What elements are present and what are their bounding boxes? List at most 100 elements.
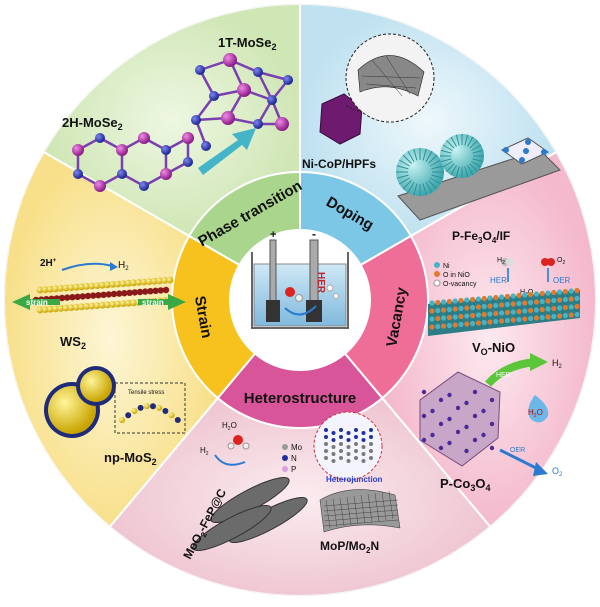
water-o-atom	[233, 435, 243, 445]
nio-atom	[533, 299, 540, 305]
co-atom	[481, 432, 486, 438]
iron-foam-plate	[397, 149, 561, 221]
strain-right-arrow-icon	[138, 294, 186, 310]
ws2-s-atom	[119, 300, 127, 307]
co-atom	[438, 445, 444, 451]
label-2h-mose2: 2H-MoSe2	[62, 115, 123, 132]
lattice-atom	[339, 456, 343, 460]
atom	[160, 168, 172, 180]
cell-atom	[523, 148, 529, 154]
label-np-mos2: np-MoS2	[104, 450, 157, 467]
unit-cell-icon	[501, 137, 549, 165]
petal	[450, 165, 457, 176]
nio-atom	[499, 318, 505, 324]
petal	[464, 134, 469, 146]
nio-atom	[481, 295, 487, 302]
lattice-atom	[331, 431, 336, 435]
ws2-s-atom	[114, 300, 122, 308]
vac2-h2o-label: H2O	[528, 408, 543, 419]
cathode-minus-sign: -	[312, 227, 316, 241]
atom	[237, 83, 251, 97]
h2-molecule-icon-b	[506, 258, 514, 266]
nio-atom	[539, 314, 545, 321]
ws2-s-atom	[104, 281, 111, 289]
ws2-s-atom	[47, 305, 54, 313]
label-pfe3o4-if: P-Fe3O4/IF	[452, 229, 510, 245]
nio-atom	[574, 295, 580, 302]
nio-atom	[493, 318, 499, 325]
ws2-w-atom	[100, 291, 107, 298]
petal	[422, 148, 427, 161]
h2-evolution-arrow-icon	[61, 262, 113, 271]
ws2-s-atom	[99, 281, 106, 289]
nio-atom	[574, 287, 580, 294]
petal	[431, 165, 444, 170]
heterostructure-panel: H2O H2 Mo N P Heterojunction MoP/Mo2N Mo…	[180, 411, 401, 561]
nio-atom	[539, 298, 545, 305]
lattice-atom	[324, 442, 328, 446]
atom	[139, 181, 149, 191]
lattice-atom	[369, 449, 373, 453]
lattice-atom	[369, 435, 373, 439]
nio-atom	[504, 317, 510, 324]
nio-atom	[510, 317, 516, 323]
ws2-s-atom	[156, 277, 164, 285]
nio-atom	[475, 304, 481, 310]
petal	[464, 166, 469, 178]
co-atom	[489, 397, 495, 403]
het-h2-label: H2	[200, 446, 209, 457]
ws2-s-atom	[130, 279, 138, 287]
ws2-w-atom	[69, 294, 76, 301]
bond	[257, 70, 289, 82]
h2-arrowhead	[110, 262, 118, 271]
ws2-s-atom	[47, 285, 54, 293]
co-atom	[472, 413, 478, 419]
nio-atom	[475, 312, 481, 318]
het-flow-arrow-icon	[214, 454, 246, 466]
legend-p: P	[291, 465, 296, 474]
nio-atom	[528, 291, 534, 298]
mesh-line	[346, 496, 352, 526]
nio-atom	[435, 307, 441, 314]
chain-atom	[150, 403, 156, 410]
atom	[191, 115, 201, 125]
mesh-line	[323, 504, 399, 512]
ws2-s-atom	[73, 283, 80, 291]
mos2-nanorods	[192, 477, 308, 551]
atom	[182, 132, 194, 144]
zoom-line	[345, 105, 363, 113]
co-atom	[430, 432, 435, 438]
petal	[469, 163, 478, 172]
ws2-s-atom	[57, 305, 65, 312]
nio-atom	[562, 304, 569, 311]
nio-atom	[487, 311, 493, 317]
ws2-w-atom	[74, 293, 81, 300]
nio-atom	[429, 316, 435, 322]
heterojunction-label: Heterojunction	[326, 475, 383, 484]
ws2-s-atom	[151, 277, 158, 285]
lattice-atom	[346, 431, 351, 435]
mesh-line	[360, 494, 366, 524]
nio-atom	[562, 296, 569, 303]
lattice-atom	[354, 428, 358, 432]
2h-mose2-structure	[72, 132, 194, 192]
atom	[209, 91, 219, 101]
anode-tip	[266, 300, 280, 322]
ws2-w-atom	[136, 288, 144, 296]
atom	[267, 95, 277, 105]
atom	[138, 132, 150, 144]
co-atom	[489, 445, 495, 451]
nio-atom	[493, 302, 499, 309]
o2-molecule-icon	[541, 258, 549, 266]
petal	[442, 161, 453, 168]
nio-atom	[522, 292, 528, 298]
nio-atom	[458, 297, 464, 304]
nio-atom	[510, 293, 516, 299]
co-atom	[447, 392, 452, 398]
ws2-w-atom	[126, 289, 133, 296]
atom	[223, 53, 237, 67]
atom	[275, 117, 289, 131]
co3o4-crystal	[419, 371, 501, 467]
